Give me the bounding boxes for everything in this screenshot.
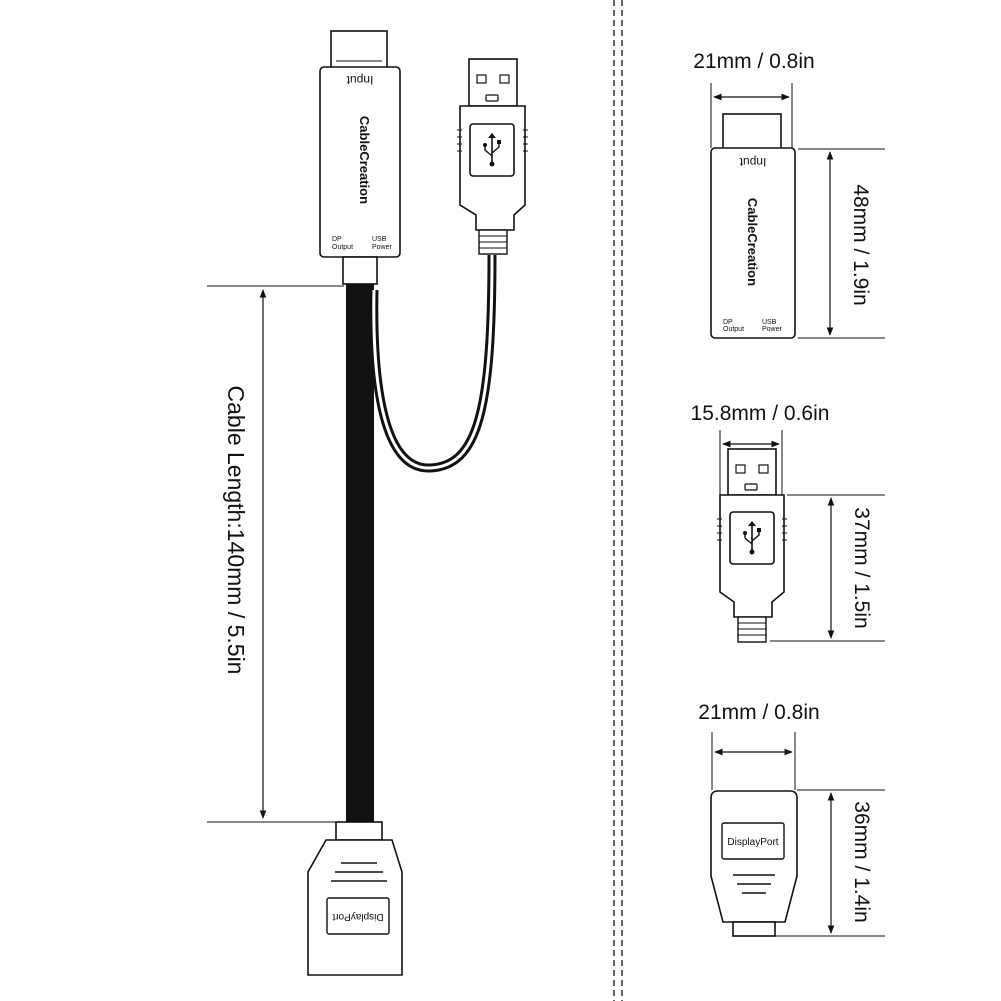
cable-length-label: Cable Length:140mm / 5.5in — [223, 386, 249, 675]
adapter-view-usb-2: Power — [762, 326, 783, 333]
displayport-plug-icon: DisplayPort — [307, 821, 403, 976]
main-cable — [346, 284, 374, 822]
dp-side-view-icon: DisplayPort — [710, 790, 798, 937]
dp-output-label-line1: DP — [332, 236, 342, 243]
cable-length-dimension — [207, 285, 344, 823]
adapter-input-label: Input — [346, 73, 373, 87]
usb-power-label-line1: USB — [372, 236, 387, 243]
dp-output-label-line2: Output — [332, 244, 353, 251]
adapter-view-dp-2: Output — [723, 326, 744, 333]
adapter-view-input-label: Input — [739, 155, 766, 169]
usb-height-label: 37mm / 1.5in — [850, 507, 873, 628]
adapter-view-dp-1: DP — [723, 319, 733, 326]
adapter-side-view: Input CableCreation DP Output USB Power — [710, 113, 796, 339]
usb-power-label-line2: Power — [372, 244, 393, 251]
hdmi-plug-icon — [330, 30, 388, 70]
dp-plug-label-right: DisplayPort — [727, 837, 778, 848]
usb-plug-icon — [457, 58, 528, 255]
usb-symbol-icon — [483, 133, 501, 167]
main-adapter-body: Input CableCreation DP Output USB Power — [319, 66, 401, 258]
adapter-strain-relief — [342, 256, 378, 285]
adapter-height-label: 48mm / 1.9in — [849, 184, 872, 305]
usb-width-label: 15.8mm / 0.6in — [691, 402, 830, 425]
usb-side-view-icon — [717, 448, 787, 643]
adapter-view-brand-label: CableCreation — [745, 198, 760, 286]
adapter-width-label: 21mm / 0.8in — [693, 50, 814, 73]
dp-height-label: 36mm / 1.4in — [850, 801, 873, 922]
adapter-view-usb-1: USB — [762, 319, 777, 326]
dp-plug-label-left: DisplayPort — [332, 911, 383, 922]
adapter-brand-label: CableCreation — [357, 116, 372, 204]
dp-width-label: 21mm / 0.8in — [698, 701, 819, 724]
